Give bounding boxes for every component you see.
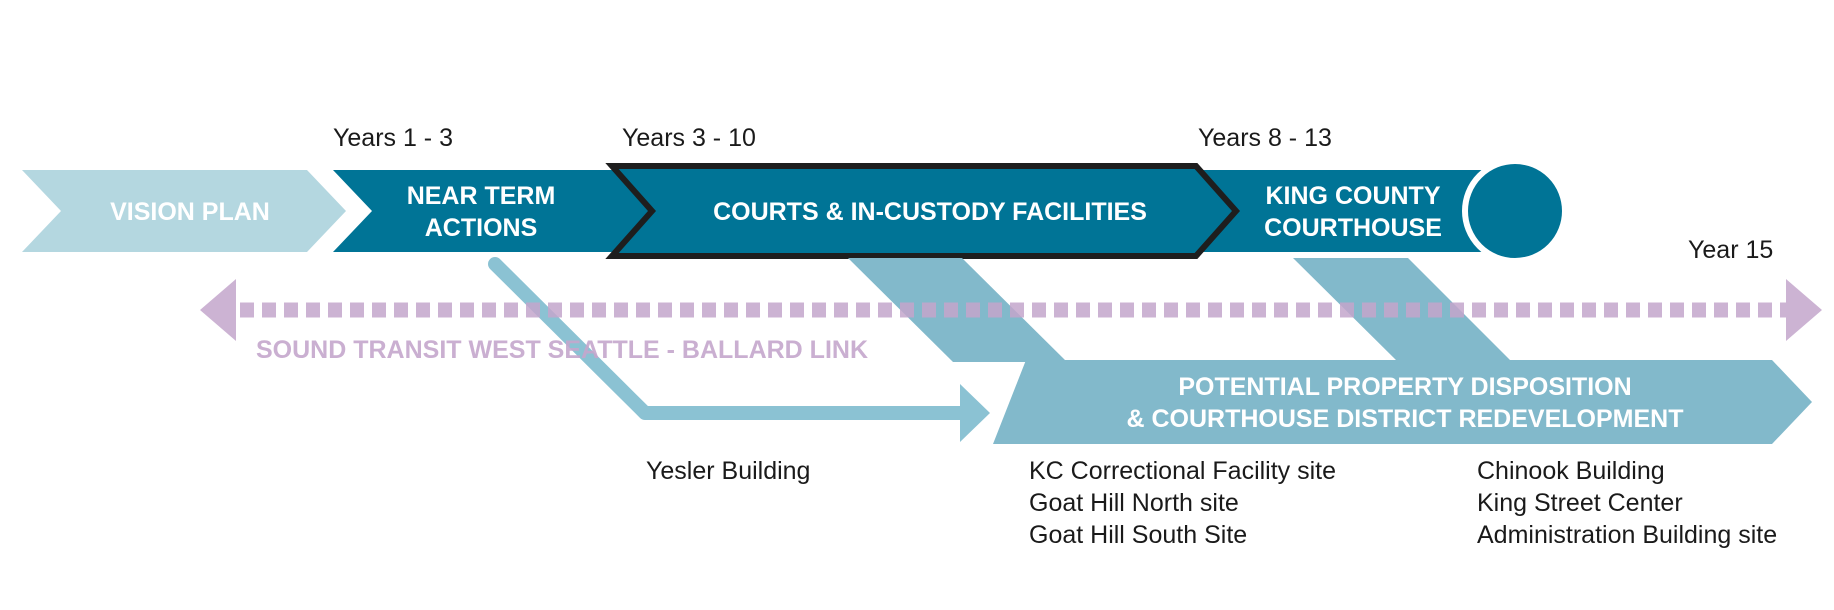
near-term-arrowhead — [960, 384, 990, 442]
kc-courthouse-label-line2: COURTHOUSE — [1264, 214, 1442, 242]
year-end-label: Year 15 — [1688, 236, 1773, 264]
site-goat-hill-north: Goat Hill North site — [1029, 489, 1239, 517]
near-term-label-line1: NEAR TERM — [407, 182, 556, 210]
courthouse-to-disposition-band — [1293, 258, 1512, 362]
site-goat-hill-south: Goat Hill South Site — [1029, 521, 1247, 549]
near-term-bent-arrow — [488, 257, 967, 420]
site-yesler-building: Yesler Building — [646, 457, 810, 485]
near-term-label-line2: ACTIONS — [425, 214, 538, 242]
vision-plan-chevron — [22, 170, 346, 252]
sound-transit-label: SOUND TRANSIT WEST SEATTLE - BALLARD LIN… — [256, 336, 868, 364]
near-term-chevron — [333, 170, 659, 252]
years-courthouse-label: Years 8 - 13 — [1198, 124, 1332, 152]
site-chinook-building: Chinook Building — [1477, 457, 1665, 485]
courts-chevron — [605, 163, 1241, 259]
transit-arrowhead-right — [1786, 279, 1822, 341]
site-kc-correctional-facility: KC Correctional Facility site — [1029, 457, 1336, 485]
kc-courthouse-label-line1: KING COUNTY — [1266, 182, 1441, 210]
disposition-label-line1: POTENTIAL PROPERTY DISPOSITION — [1178, 373, 1631, 401]
transit-arrowhead-left — [200, 279, 236, 341]
years-near-term-label: Years 1 - 3 — [333, 124, 453, 152]
sound-transit-line — [200, 279, 1822, 341]
kc-courthouse-block — [1196, 170, 1490, 252]
courts-label: COURTS & IN-CUSTODY FACILITIES — [713, 198, 1147, 226]
disposition-label-line2: & COURTHOUSE DISTRICT REDEVELOPMENT — [1127, 405, 1684, 433]
site-king-street-center: King Street Center — [1477, 489, 1683, 517]
timeline-end-circle — [1462, 158, 1568, 264]
years-courts-label: Years 3 - 10 — [622, 124, 756, 152]
disposition-arrow — [993, 360, 1812, 444]
vision-plan-label: VISION PLAN — [110, 198, 270, 226]
site-administration-building: Administration Building site — [1477, 521, 1777, 549]
